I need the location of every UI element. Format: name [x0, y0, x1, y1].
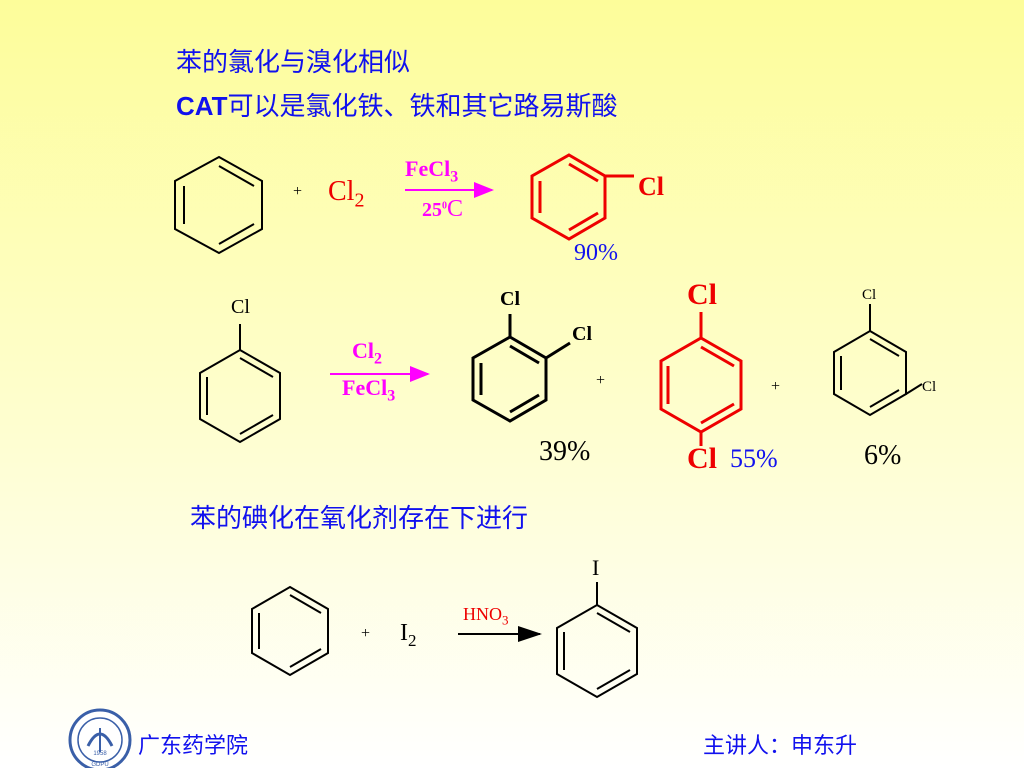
temperature-unit: C: [447, 196, 464, 222]
yield-ortho: 39%: [539, 436, 591, 467]
product-chlorine-1: Cl: [638, 172, 664, 201]
chlorine-reagent: Cl2: [328, 176, 364, 213]
cat-label: CAT: [176, 91, 228, 121]
plus-sign-4: +: [361, 625, 371, 642]
chlorine-subscript-2: 2: [374, 350, 382, 368]
chlorine-symbol-2: Cl: [352, 338, 374, 363]
iodination-heading: 苯的碘化在氧化剂存在下进行: [190, 504, 529, 534]
chlorobenzene-product: [530, 153, 634, 241]
yield-para: 55%: [730, 444, 778, 473]
catalyst-description: 可以是氯化铁、铁和其它路易斯酸: [227, 92, 618, 122]
logo-abbreviation: GDPU: [91, 762, 108, 768]
presenter-name: 主讲人：申东升: [703, 734, 858, 759]
chlorine-symbol: Cl: [328, 176, 355, 207]
catalyst-formula-2: FeCl: [342, 375, 388, 400]
chlorine-subscript: 2: [354, 189, 365, 212]
logo-year: 1958: [93, 751, 107, 757]
yield-meta: 6%: [864, 440, 902, 471]
para-chlorine-bottom: Cl: [687, 442, 717, 475]
catalyst-label-1: FeCl3: [405, 156, 458, 186]
degree-mark: 0: [442, 200, 447, 212]
iodine-subscript: 2: [408, 630, 417, 650]
catalyst-subscript-2: 3: [387, 387, 396, 405]
catalyst-label-2: FeCl3: [342, 375, 395, 405]
temperature-value: 25: [422, 199, 442, 221]
plus-sign-3: +: [771, 378, 781, 395]
plus-sign-1: +: [293, 183, 303, 200]
product-iodine: I: [592, 555, 600, 580]
meta-dichlorobenzene: [833, 304, 923, 417]
iodine-symbol: I: [400, 620, 408, 646]
oxidant-subscript: 3: [502, 612, 509, 628]
temperature-label: 250C: [422, 196, 463, 223]
oxidant-formula: HNO: [463, 604, 502, 624]
catalyst-formula: FeCl: [405, 156, 451, 181]
meta-chlorine-top: Cl: [862, 287, 877, 303]
benzene-ring-2: [251, 585, 329, 677]
iodine-reagent: I2: [400, 620, 417, 651]
catalyst-subscript: 3: [450, 168, 459, 186]
reactant-chlorine: Cl: [231, 296, 250, 318]
school-name: 广东药学院: [138, 734, 249, 759]
benzene-ring-1: [174, 155, 263, 255]
iodobenzene-product: [556, 582, 638, 699]
oxidant-label: HNO3: [463, 604, 509, 629]
yield-chlorobenzene: 90%: [574, 240, 618, 266]
chlorobenzene-reactant: [199, 324, 281, 444]
university-logo: 1958 GDPU: [68, 708, 132, 768]
ortho-chlorine-top: Cl: [500, 288, 520, 310]
para-chlorine-top: Cl: [687, 278, 717, 311]
meta-chlorine-side: Cl: [922, 379, 937, 395]
chlorine-reagent-2: Cl2: [352, 338, 382, 368]
para-dichlorobenzene: [659, 312, 743, 446]
title-line-2: CAT可以是氯化铁、铁和其它路易斯酸: [176, 86, 618, 123]
ortho-chlorine-side: Cl: [572, 323, 592, 345]
title-line-1: 苯的氯化与溴化相似: [176, 48, 411, 78]
plus-sign-2: +: [596, 372, 606, 389]
ortho-dichlorobenzene: [471, 314, 571, 423]
